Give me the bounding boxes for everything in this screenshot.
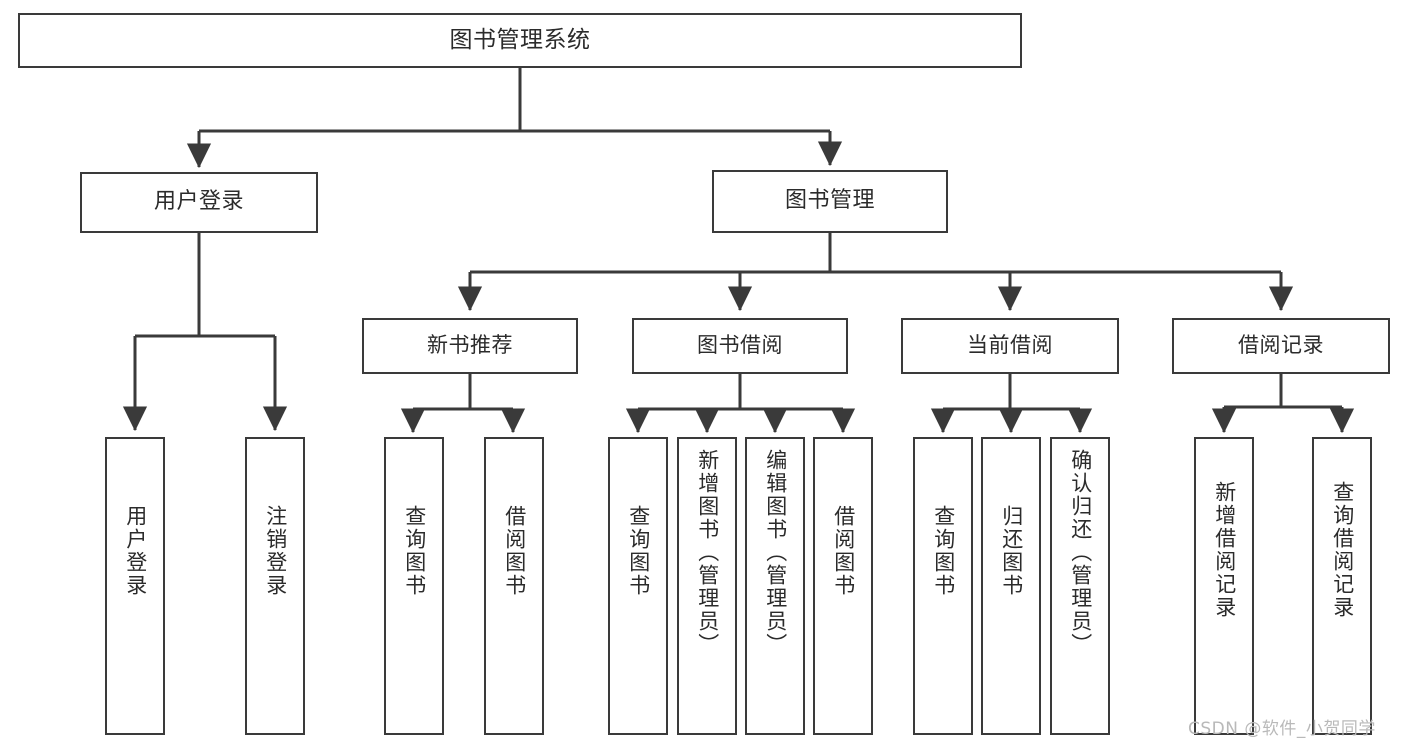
node-leaf-add-book-label: 新增图书（管理员） [695, 449, 720, 656]
node-root-label: 图书管理系统 [449, 26, 591, 53]
node-leaf-borrow-book-2[interactable]: 借阅图书 [813, 437, 873, 735]
node-leaf-add-record[interactable]: 新增借阅记录 [1194, 437, 1254, 735]
node-book-manage-label: 图书管理 [784, 188, 875, 214]
node-leaf-add-record-label: 新增借阅记录 [1212, 481, 1237, 619]
node-new-book-recommend-label: 新书推荐 [427, 333, 513, 358]
node-leaf-borrow-book-1[interactable]: 借阅图书 [484, 437, 544, 735]
node-borrow-record[interactable]: 借阅记录 [1172, 318, 1390, 374]
node-leaf-logout[interactable]: 注销登录 [245, 437, 305, 735]
node-leaf-edit-book[interactable]: 编辑图书（管理员） [745, 437, 805, 735]
node-user-login[interactable]: 用户登录 [80, 172, 318, 233]
node-leaf-user-login[interactable]: 用户登录 [105, 437, 165, 735]
node-leaf-user-login-label: 用户登录 [123, 505, 148, 597]
node-leaf-return-book[interactable]: 归还图书 [981, 437, 1041, 735]
node-book-manage[interactable]: 图书管理 [712, 170, 948, 233]
node-borrow-record-label: 借阅记录 [1238, 333, 1324, 358]
node-leaf-edit-book-label: 编辑图书（管理员） [763, 449, 788, 656]
node-leaf-query-record-label: 查询借阅记录 [1330, 481, 1355, 619]
node-leaf-add-book[interactable]: 新增图书（管理员） [677, 437, 737, 735]
node-leaf-borrow-book-1-label: 借阅图书 [502, 505, 527, 597]
node-current-borrow-label: 当前借阅 [967, 333, 1053, 358]
csdn-watermark: CSDN @软件_小贺同学 [1188, 719, 1376, 739]
node-leaf-logout-label: 注销登录 [263, 505, 288, 597]
node-leaf-confirm-return-label: 确认归还（管理员） [1068, 449, 1093, 656]
node-root[interactable]: 图书管理系统 [18, 13, 1022, 68]
node-leaf-query-book-1-label: 查询图书 [402, 505, 427, 597]
node-leaf-borrow-book-2-label: 借阅图书 [831, 505, 856, 597]
node-book-borrow[interactable]: 图书借阅 [632, 318, 848, 374]
node-leaf-query-book-2[interactable]: 查询图书 [608, 437, 668, 735]
node-leaf-confirm-return[interactable]: 确认归还（管理员） [1050, 437, 1110, 735]
node-current-borrow[interactable]: 当前借阅 [901, 318, 1119, 374]
node-leaf-query-book-2-label: 查询图书 [626, 505, 651, 597]
node-user-login-label: 用户登录 [153, 189, 244, 215]
node-leaf-return-book-label: 归还图书 [999, 505, 1024, 597]
node-leaf-query-book-3-label: 查询图书 [931, 505, 956, 597]
node-leaf-query-book-3[interactable]: 查询图书 [913, 437, 973, 735]
node-book-borrow-label: 图书借阅 [697, 333, 783, 358]
node-new-book-recommend[interactable]: 新书推荐 [362, 318, 578, 374]
node-leaf-query-book-1[interactable]: 查询图书 [384, 437, 444, 735]
node-leaf-query-record[interactable]: 查询借阅记录 [1312, 437, 1372, 735]
